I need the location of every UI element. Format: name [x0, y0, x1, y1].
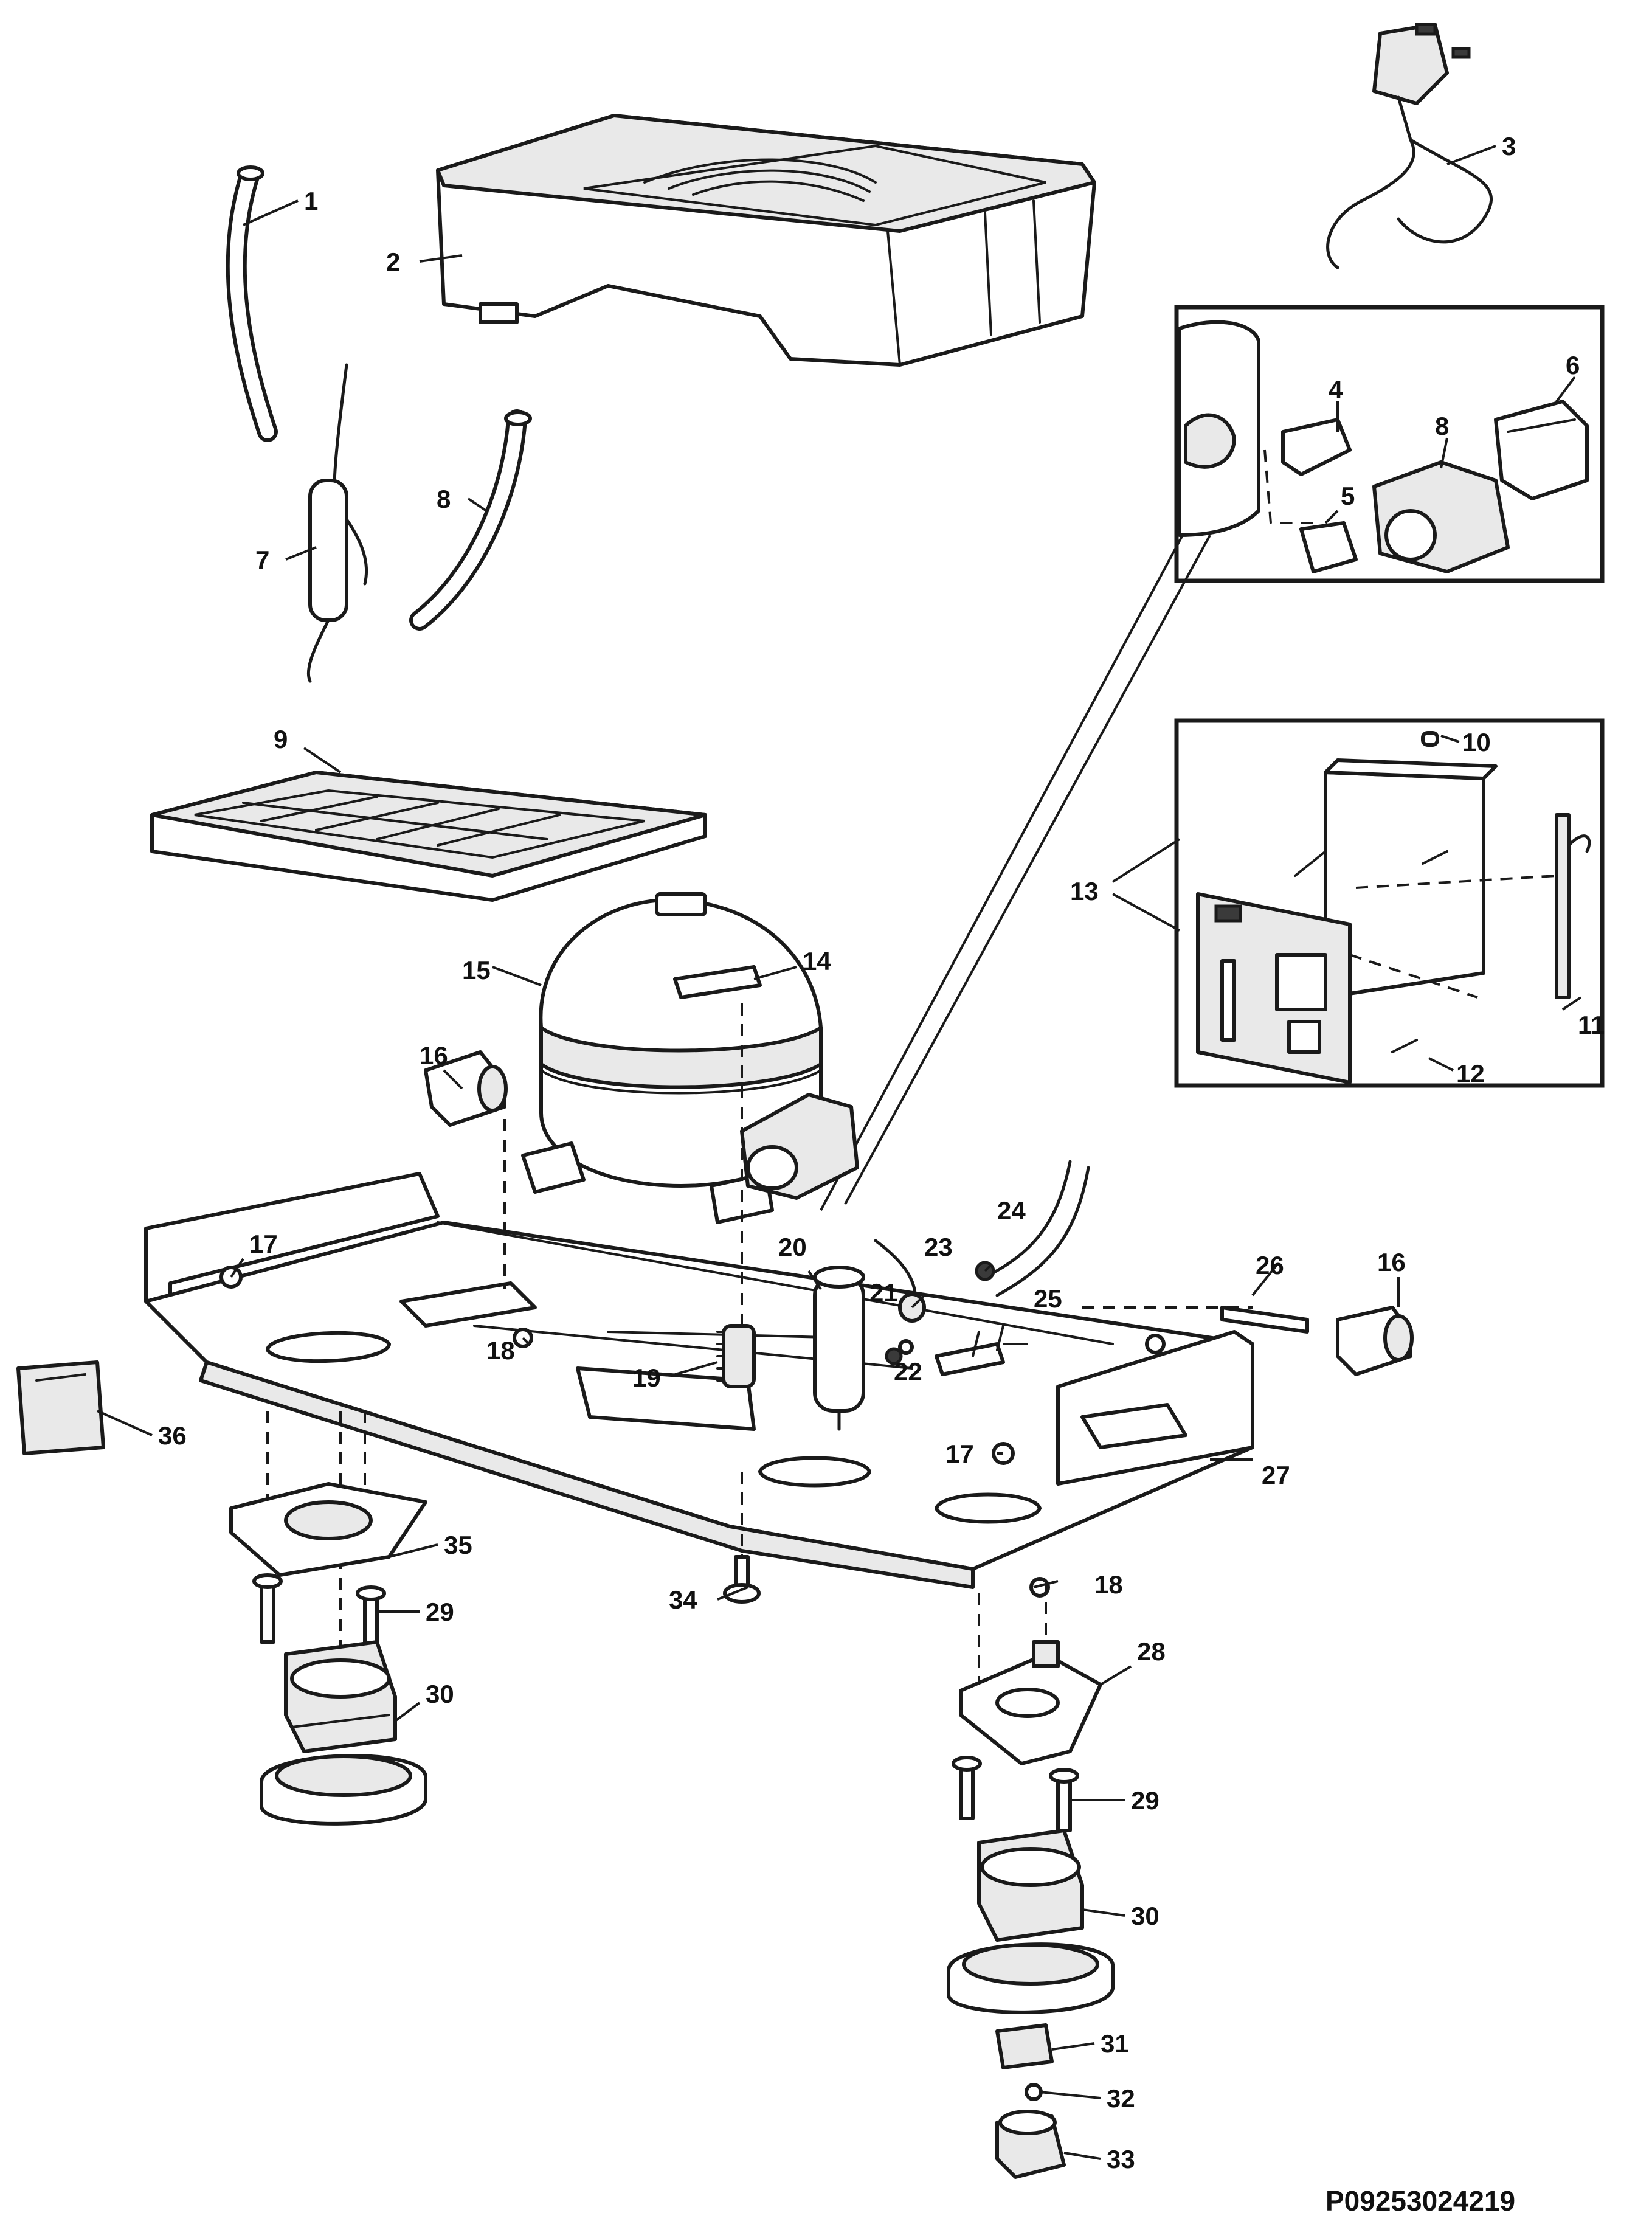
part-20-cylinder — [813, 1266, 865, 1431]
callout-27: 27 — [1262, 1461, 1290, 1489]
callout-4: 4 — [1329, 375, 1343, 404]
part-7-sensor — [306, 363, 368, 683]
callout-13-leader-b — [1112, 893, 1180, 932]
callout-21: 21 — [869, 1278, 898, 1307]
part-28-bracket — [959, 1640, 1102, 1765]
callout-16-right: 16 — [1377, 1248, 1406, 1276]
callout-15: 15 — [462, 956, 491, 985]
parts-31-33 — [995, 2023, 1066, 2179]
callout-24: 24 — [997, 1196, 1026, 1225]
part-29-screws-right — [952, 1756, 1079, 1832]
callout-31: 31 — [1101, 2029, 1129, 2058]
part-30-foot-left — [260, 1640, 427, 1826]
callout-6: 6 — [1566, 351, 1580, 379]
callout-labels: 1 2 3 4 5 6 7 8 8 9 10 11 12 13 14 15 16… — [158, 132, 1605, 2173]
callout-18-top: 18 — [486, 1336, 515, 1365]
callout-22: 22 — [894, 1357, 922, 1386]
part-3-power-cord — [1326, 23, 1493, 269]
parts-21-22-25 — [885, 1325, 1005, 1376]
part-30-foot-right — [947, 1829, 1115, 2014]
callout-34: 34 — [669, 1585, 697, 1614]
part-36-clip — [16, 1360, 105, 1455]
callout-29-right: 29 — [1131, 1786, 1160, 1815]
callout-14: 14 — [803, 947, 831, 975]
callout-29-left: 29 — [426, 1598, 454, 1626]
callout-36: 36 — [158, 1421, 187, 1450]
callout-13: 13 — [1070, 877, 1099, 906]
part-27-base-frame — [144, 1172, 1254, 1589]
callout-2: 2 — [386, 248, 400, 276]
part-15-compressor — [521, 892, 859, 1224]
callout-18-bottom: 18 — [1094, 1570, 1123, 1599]
part-1-tube — [226, 165, 278, 442]
callout-9: 9 — [274, 725, 288, 753]
callout-8b: 8 — [437, 485, 451, 513]
inset-1-leader-2 — [844, 535, 1211, 1205]
document-id: P09253024219 — [1325, 2185, 1515, 2217]
leader-lines — [97, 145, 1582, 2160]
callout-17-left: 17 — [249, 1230, 278, 1258]
part-26-rod — [1220, 1306, 1309, 1334]
callout-16-left: 16 — [420, 1041, 448, 1070]
callout-28: 28 — [1137, 1637, 1166, 1666]
callout-10: 10 — [1462, 728, 1491, 757]
callout-19: 19 — [632, 1363, 661, 1392]
callout-32: 32 — [1107, 2084, 1135, 2113]
callout-13-leader-a — [1111, 838, 1181, 883]
callout-11: 11 — [1578, 1011, 1605, 1039]
inset-control-module — [1174, 718, 1605, 1088]
part-2-tray — [436, 114, 1096, 367]
inset-1-leader — [820, 535, 1184, 1211]
callout-26: 26 — [1256, 1251, 1284, 1280]
callout-17-right: 17 — [945, 1439, 974, 1468]
inset-electrical-box — [1174, 305, 1605, 583]
callout-35: 35 — [444, 1531, 472, 1559]
callout-33: 33 — [1107, 2145, 1135, 2173]
part-19-spring — [716, 1324, 756, 1388]
part-29-screws-left — [252, 1573, 386, 1656]
part-35-bracket — [229, 1482, 427, 1577]
callout-1: 1 — [304, 187, 318, 215]
callout-12: 12 — [1456, 1059, 1485, 1088]
callout-23: 23 — [924, 1233, 953, 1261]
callout-30-right: 30 — [1131, 1902, 1160, 1930]
callout-30-left: 30 — [426, 1680, 454, 1708]
callout-25: 25 — [1034, 1284, 1062, 1313]
callout-20: 20 — [778, 1233, 807, 1261]
callout-5: 5 — [1341, 482, 1355, 510]
part-9-grid-tray — [150, 771, 707, 902]
callout-3: 3 — [1502, 132, 1516, 161]
callout-8: 8 — [1435, 412, 1449, 440]
part-8-hose — [409, 409, 532, 631]
callout-7: 7 — [255, 545, 269, 574]
part-16-cap-right — [1336, 1306, 1414, 1376]
